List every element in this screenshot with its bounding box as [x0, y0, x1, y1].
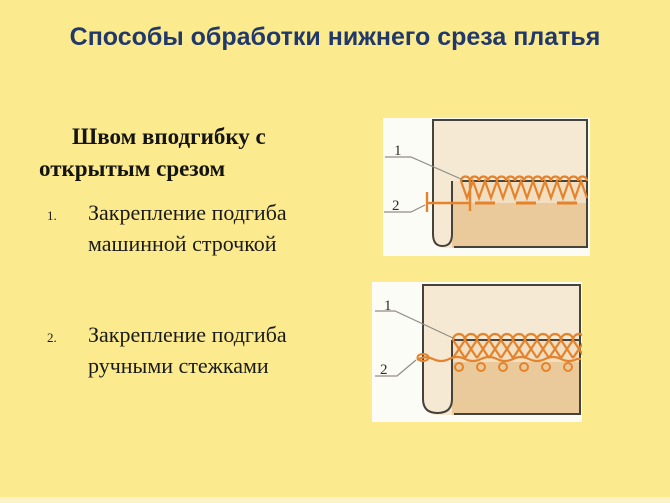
list-item: 2. Закрепление подгиба ручными стежками — [47, 319, 326, 381]
hand-stitch-loops — [451, 332, 582, 341]
photo-bottom-edge — [0, 497, 670, 503]
callout-leader-1 — [385, 156, 462, 180]
stitch-thread-pin — [425, 178, 472, 212]
section-heading: Швом вподгибку с открытым срезом — [39, 124, 266, 181]
item-number: 1. — [47, 208, 57, 223]
callout-leader-2 — [384, 204, 426, 213]
fabric-outline — [432, 119, 588, 248]
diagram-panel-hand-stitch: 1 2 — [372, 282, 582, 422]
hem-fold-band — [452, 181, 587, 203]
item-text: Закрепление подгиба ручными стежками — [88, 322, 287, 378]
slide-title: Способы обработки нижнего среза платья — [69, 23, 601, 51]
hem-hand-stitch-diagram: 1 2 — [375, 284, 582, 415]
hem-machine-stitch-diagram: 1 2 — [384, 119, 589, 248]
overcast-stitch-zigzag — [459, 177, 589, 202]
callout-label-2: 2 — [380, 362, 388, 378]
diagram-panel-machine-stitch: 1 2 — [383, 118, 590, 256]
callout-label-2: 2 — [392, 198, 400, 214]
hand-stitch-cross-left — [452, 339, 582, 359]
hem-allowance — [452, 203, 587, 248]
hand-stitch-thread — [416, 355, 581, 363]
fold-edge — [422, 340, 453, 415]
overcast-stitch-loops — [459, 175, 589, 182]
callout-leader-1 — [375, 310, 454, 339]
fold-edge — [432, 181, 453, 248]
callout-label-1: 1 — [384, 298, 392, 314]
item-number: 2. — [47, 330, 57, 345]
list-item: 1. Закрепление подгиба машинной строчкой — [47, 197, 326, 259]
thread-knot — [416, 353, 430, 362]
item-text: Закрепление подгиба машинной строчкой — [88, 200, 287, 256]
callout-leader-2 — [375, 359, 417, 377]
callout-label-1: 1 — [394, 143, 402, 159]
hem-allowance — [452, 362, 580, 415]
fabric-outline — [422, 284, 581, 415]
hand-stitch-circles — [454, 362, 573, 372]
